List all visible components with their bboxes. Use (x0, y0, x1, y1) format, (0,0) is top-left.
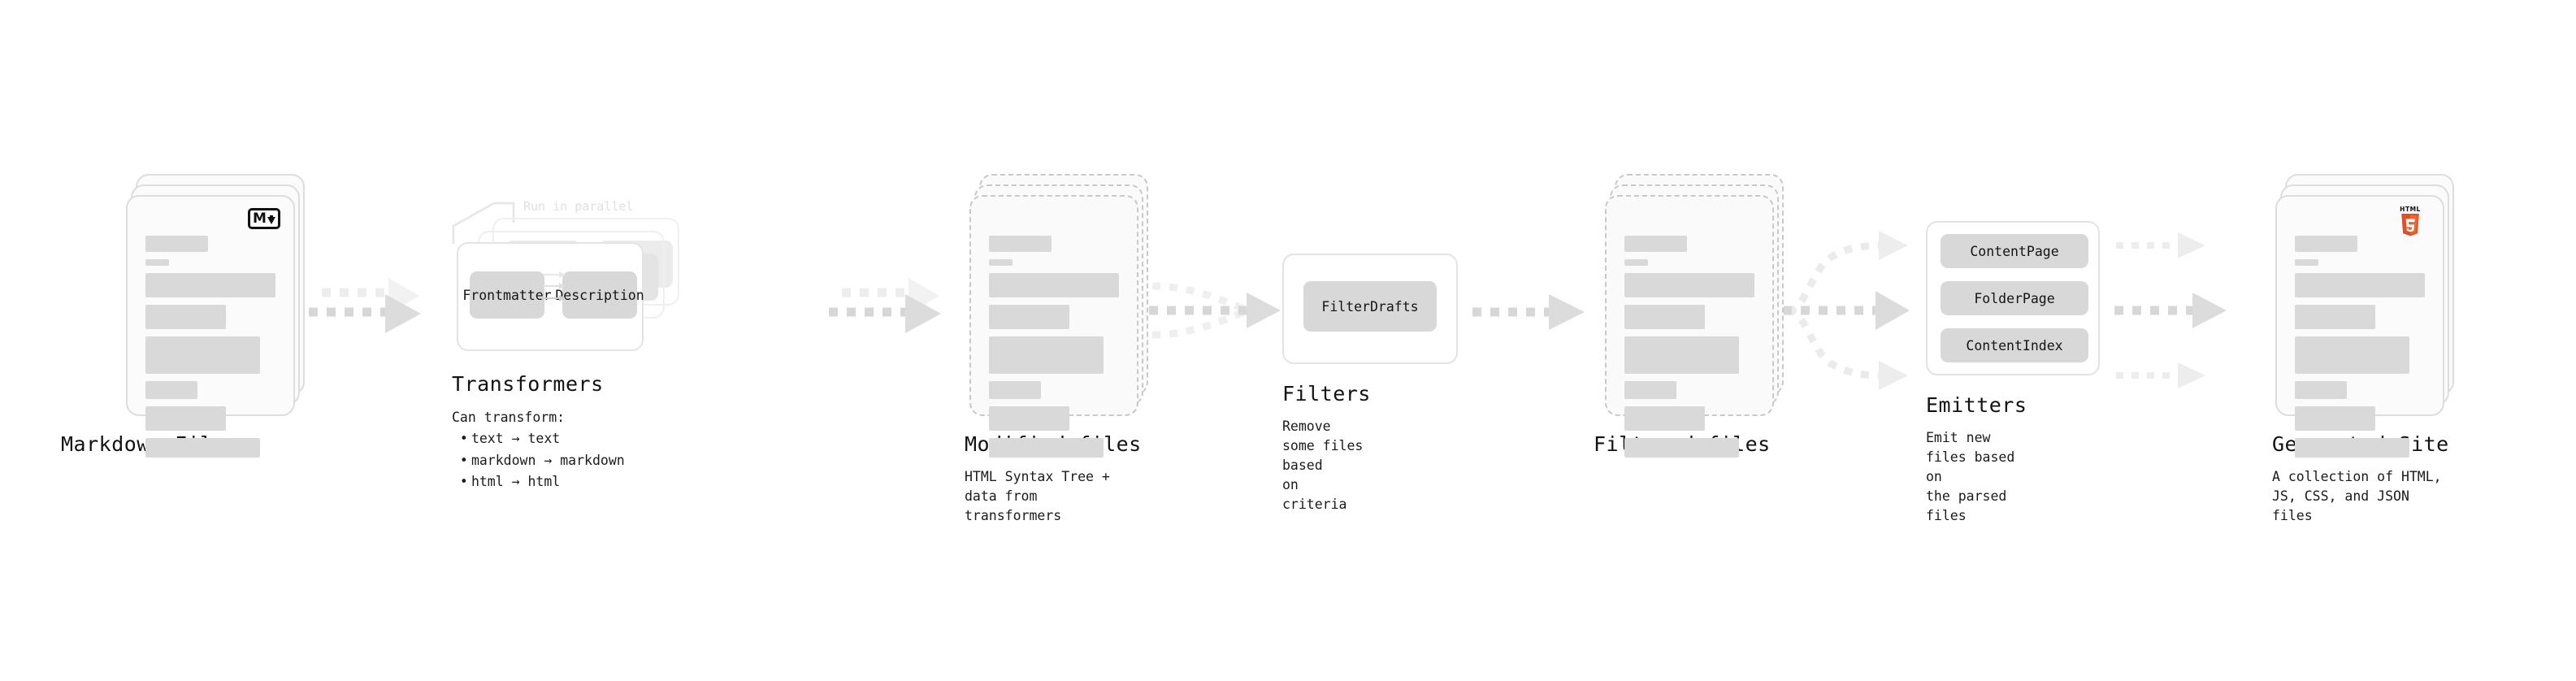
filter-pill-filterdrafts[interactable]: FilterDrafts (1303, 281, 1437, 332)
stage-subtitle: A collection of HTML, JS, CSS, and JSON … (2272, 469, 2442, 523)
placeholder-bar (145, 236, 208, 252)
stage-title: Filters (1282, 382, 1371, 406)
placeholder-bar (989, 236, 1052, 252)
placeholder-bar (2295, 381, 2347, 399)
arrow-emitters-to-site (2113, 229, 2259, 392)
placeholder-bar (989, 406, 1070, 431)
stage-generated-site: CSS HTML (2272, 174, 2454, 523)
placeholder-bar (989, 273, 1119, 297)
html5-badge-icon: HTML (2394, 206, 2430, 242)
stage-title: Transformers (452, 372, 604, 396)
placeholder-bar (145, 406, 227, 431)
placeholder-bar (1624, 381, 1676, 399)
arrow-transformers-to-modified (827, 275, 957, 348)
placeholder-bar (989, 305, 1070, 329)
list-item: • text → text (452, 431, 561, 447)
transformer-pill-frontmatter[interactable]: Frontmatter (462, 271, 552, 319)
filtered-card-front (1605, 195, 1774, 458)
placeholder-bar (2295, 336, 2409, 374)
filtered-card-placeholder-bars (1624, 236, 1754, 458)
caption-emitters: Emitters Emit new files based on the par… (1926, 393, 2027, 526)
list-item: • markdown → markdown (452, 452, 625, 468)
caption-filters: Filters Remove some files based on crite… (1282, 382, 1371, 514)
placeholder-bar (989, 336, 1104, 374)
caption-transformers: Transformers Can transform: • text → tex… (452, 372, 625, 493)
emitter-pill-folderpage[interactable]: FolderPage (1941, 281, 2088, 315)
placeholder-bar (1624, 438, 1739, 458)
placeholder-bar (2295, 273, 2425, 297)
placeholder-bar (989, 438, 1104, 458)
arrow-filters-to-filtered (1471, 286, 1601, 343)
arrow-markdown-to-transformers (307, 275, 437, 348)
placeholder-bar (1624, 305, 1706, 329)
run-in-parallel-bracket-icon (452, 202, 515, 244)
placeholder-bar (2295, 236, 2357, 252)
transformer-pill-description[interactable]: Description (555, 271, 644, 319)
stage-modified-files: Modified files HTML Syntax Tree + data f… (965, 174, 1148, 523)
stage-subtitle: HTML Syntax Tree + data from transformer… (965, 469, 1110, 523)
placeholder-bar (1624, 406, 1706, 431)
placeholder-bar (2295, 259, 2318, 266)
modified-card-front (969, 195, 1138, 458)
emitters-container[interactable]: ContentPage FolderPage ContentIndex (1926, 221, 2100, 375)
placeholder-bar (1624, 336, 1739, 374)
markdown-card-placeholder-bars (145, 236, 275, 458)
run-in-parallel-label: Run in parallel (523, 199, 634, 214)
placeholder-bar (1624, 259, 1648, 266)
stage-subtitle: Remove some files based on criteria (1282, 419, 1364, 512)
transformers-capability-list: Can transform: • text → text • markdown … (452, 407, 625, 493)
modified-card-placeholder-bars (989, 236, 1119, 458)
placeholder-bar (989, 381, 1041, 399)
placeholder-bar (145, 336, 260, 374)
placeholder-bar (2295, 406, 2376, 431)
markdown-logo-icon: M (248, 208, 280, 229)
markdown-card-front: M (126, 195, 295, 458)
stage-filtered-files: Filtered files (1594, 174, 1784, 458)
placeholder-bar (145, 259, 169, 266)
placeholder-bar (145, 305, 227, 329)
list-intro: Can transform: (452, 410, 566, 425)
filters-container[interactable]: FilterDrafts (1282, 254, 1458, 364)
transformers-container[interactable]: Frontmatter Description (457, 242, 644, 351)
placeholder-bar (145, 273, 275, 297)
site-card-front: HTML (2275, 195, 2444, 458)
site-card-placeholder-bars (2295, 236, 2425, 458)
placeholder-bar (1624, 236, 1687, 252)
placeholder-bar (145, 381, 197, 399)
stage-subtitle: Emit new files based on the parsed files (1926, 430, 2015, 523)
arrow-filtered-to-emitters (1781, 229, 1944, 392)
transformer-inner-arrows-icon (541, 271, 566, 301)
placeholder-bar (2295, 305, 2376, 329)
arrow-modified-to-filters (1147, 268, 1310, 358)
stage-title: Emitters (1926, 393, 2027, 417)
placeholder-bar (1624, 273, 1754, 297)
emitter-pill-contentindex[interactable]: ContentIndex (1941, 328, 2088, 362)
placeholder-bar (989, 259, 1013, 266)
stage-markdown-files: M M M Markdown Files (61, 174, 305, 458)
list-item: • html → html (452, 474, 561, 490)
placeholder-bar (145, 438, 260, 458)
html5-badge-label: HTML (2400, 206, 2421, 213)
emitter-pill-contentpage[interactable]: ContentPage (1941, 234, 2088, 268)
placeholder-bar (2295, 438, 2409, 458)
